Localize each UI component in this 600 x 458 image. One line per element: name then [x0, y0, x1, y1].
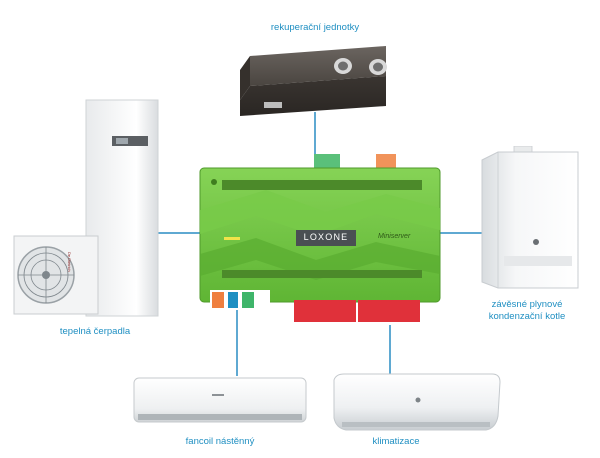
fancoil-label: fancoil nástěnný [185, 436, 255, 447]
connector-recovery-unit [314, 112, 316, 172]
boiler-image [481, 146, 579, 289]
connector-boiler [438, 232, 484, 234]
heat-pump-label: tepelná čerpadla [59, 326, 131, 337]
miniserver-model: Miniserver [378, 233, 411, 240]
connector-fancoil [236, 310, 238, 376]
miniserver-image [199, 154, 441, 322]
heat-pump-image [13, 99, 159, 317]
air-conditioning-image [333, 373, 501, 431]
connector-air-conditioning [389, 325, 391, 375]
recovery-unit-image [240, 46, 387, 116]
boiler-label: závěsné plynové kondenzační kotle [488, 299, 566, 322]
heat-pump-badge: De Dietrich [67, 252, 72, 272]
miniserver-brand: LOXONE [303, 232, 349, 242]
recovery-unit-label: rekuperační jednotky [270, 22, 360, 33]
connector-heat-pump [157, 232, 203, 234]
air-conditioning-label: klimatizace [372, 436, 420, 447]
fancoil-image [133, 377, 307, 423]
